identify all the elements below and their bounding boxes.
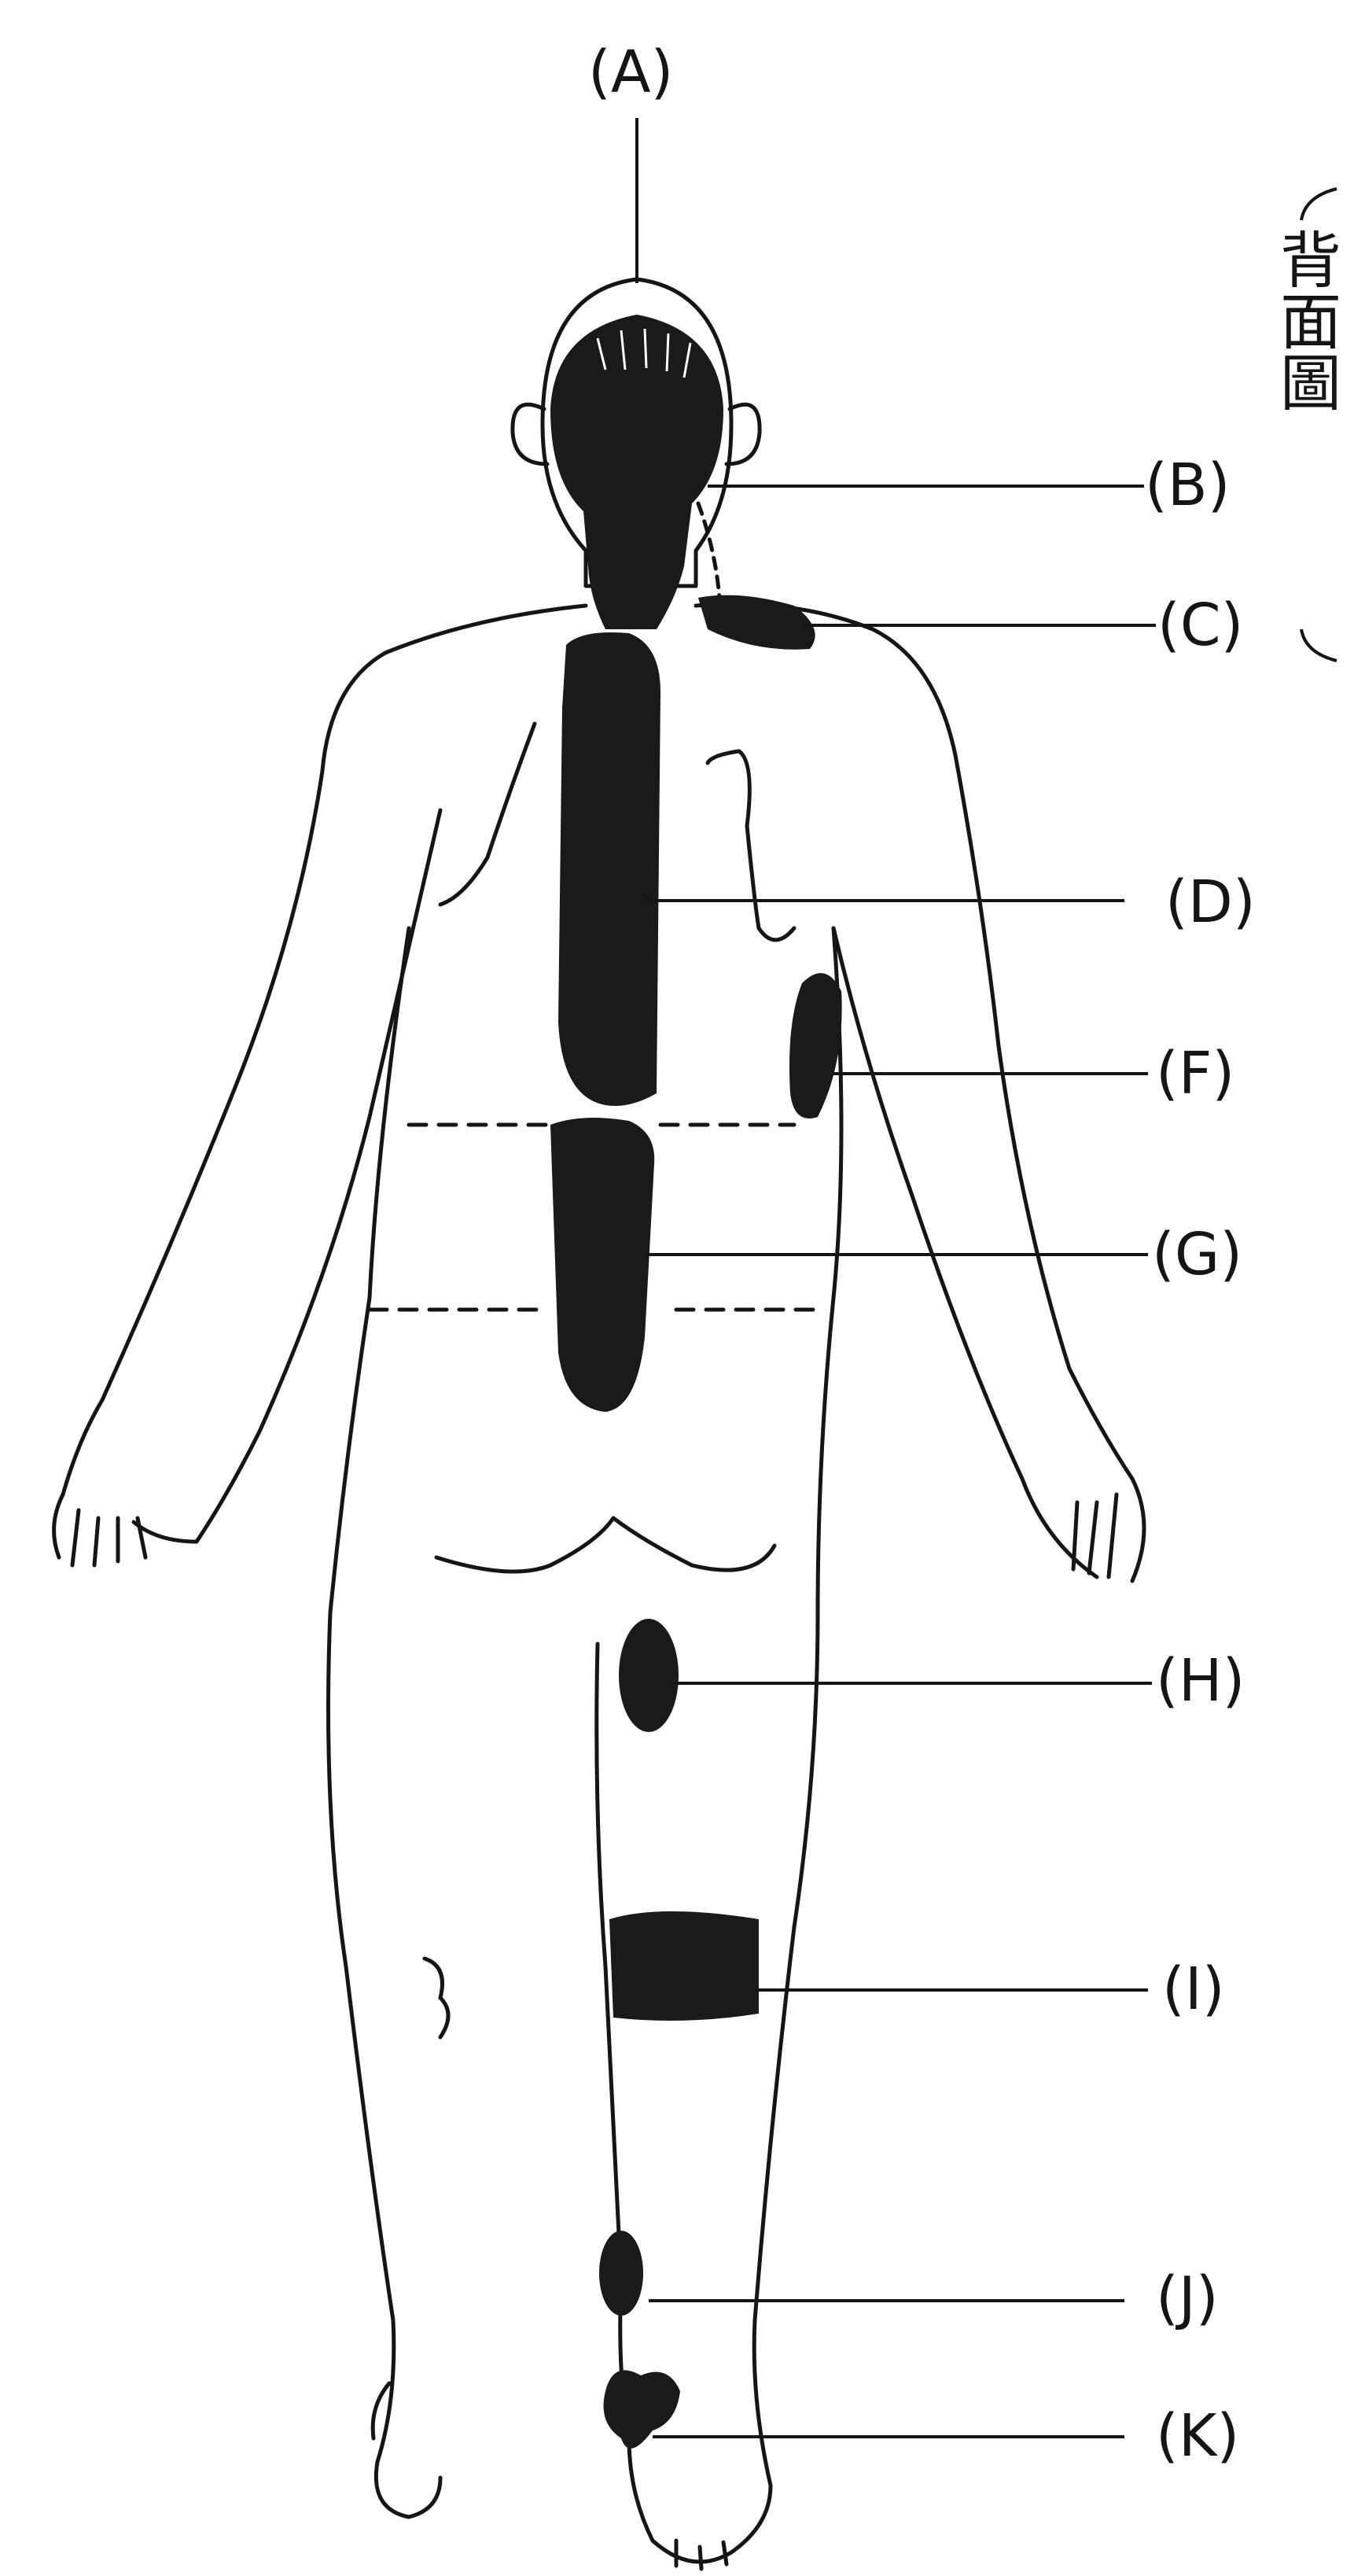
label-G: (G) <box>1152 1225 1242 1284</box>
left-shoulder-arm <box>63 606 586 1494</box>
label-H: (H) <box>1156 1652 1245 1710</box>
region-lower-spine <box>550 1118 654 1412</box>
region-upper-spine <box>558 632 660 1106</box>
region-shoulder <box>698 595 815 650</box>
label-D: (D) <box>1165 873 1256 931</box>
region-knee <box>609 1911 759 2021</box>
left-hand <box>54 1494 197 1565</box>
right-foot <box>629 2438 771 2569</box>
left-forearm-inner <box>197 810 440 1542</box>
label-I: (I) <box>1162 1960 1225 2018</box>
label-B: (B) <box>1145 456 1231 514</box>
label-F: (F) <box>1156 1045 1234 1103</box>
right-shoulder-arm <box>696 604 1132 1479</box>
label-J: (J) <box>1156 2269 1219 2327</box>
leg-split <box>597 1644 629 2438</box>
left-foot <box>373 2383 440 2517</box>
left-shoulder-blade <box>440 724 535 905</box>
region-flank <box>789 973 842 1118</box>
label-A: (A) <box>588 43 673 101</box>
right-shoulder-blade <box>708 751 794 940</box>
left-knee <box>425 1959 448 2037</box>
right-torso-side <box>754 928 841 2486</box>
region-calf <box>599 2231 643 2316</box>
label-K: (K) <box>1156 2407 1239 2465</box>
buttocks-outline <box>436 1518 774 1572</box>
label-C: (C) <box>1157 596 1243 654</box>
right-hand <box>1022 1479 1144 1581</box>
diagram-title: 背面圖 <box>1279 228 1341 412</box>
left-torso-side <box>329 928 410 2462</box>
region-thigh <box>619 1619 679 1732</box>
